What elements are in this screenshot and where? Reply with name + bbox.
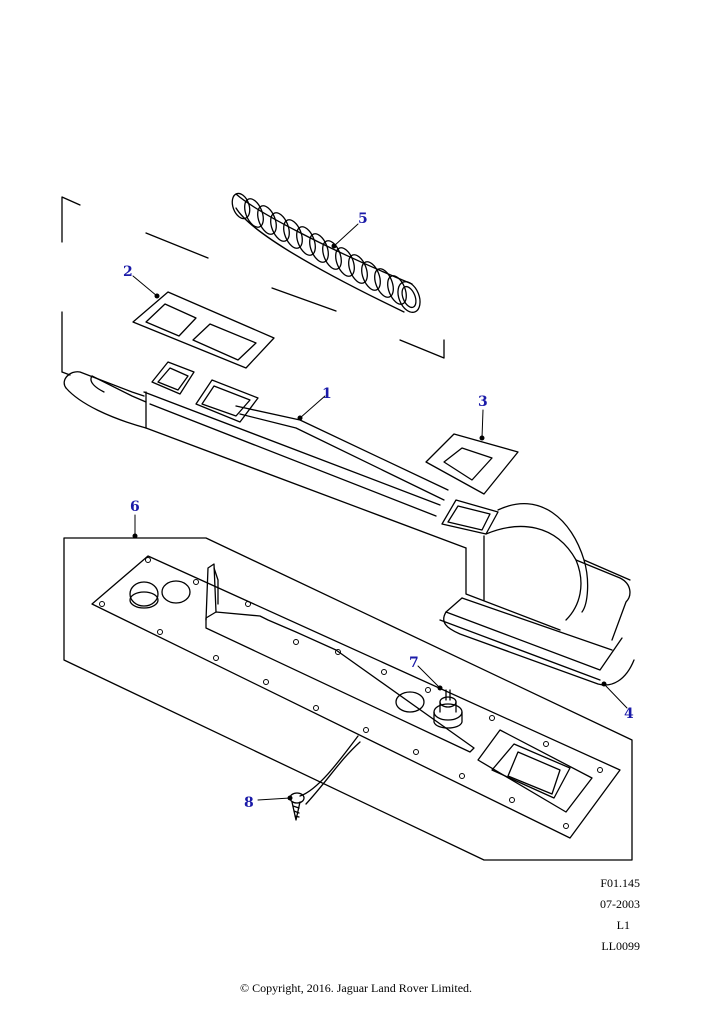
corrugated-hose <box>231 192 421 313</box>
single-gasket <box>425 433 519 495</box>
copyright-notice: © Copyright, 2016. Jaguar Land Rover Lim… <box>239 981 473 995</box>
main-duct <box>63 361 635 686</box>
upper-group-bracket <box>61 196 445 376</box>
callout-6: 6 <box>130 499 140 515</box>
callout-7: 7 <box>409 655 419 671</box>
grommet-connector <box>433 689 463 729</box>
callout-1: 1 <box>322 386 332 402</box>
callout-2: 2 <box>123 264 133 280</box>
callout-4: 4 <box>624 706 634 722</box>
leader-dots <box>132 243 607 801</box>
issue-code: L1 <box>616 918 630 932</box>
base-plate-assembly <box>63 537 633 861</box>
self-tapping-screw <box>289 735 361 821</box>
plate-screw-holes <box>99 557 603 829</box>
drawing-date: 07-2003 <box>600 897 640 911</box>
double-gasket <box>132 291 275 369</box>
callout-3: 3 <box>478 394 488 410</box>
callout-8: 8 <box>244 795 254 811</box>
callout-labels: 1 2 3 4 5 6 7 8 <box>123 211 634 811</box>
leader-lines <box>132 223 628 801</box>
callout-5: 5 <box>358 211 368 227</box>
drawing-number: LL0099 <box>601 939 640 953</box>
figure-number: F01.145 <box>600 876 640 890</box>
